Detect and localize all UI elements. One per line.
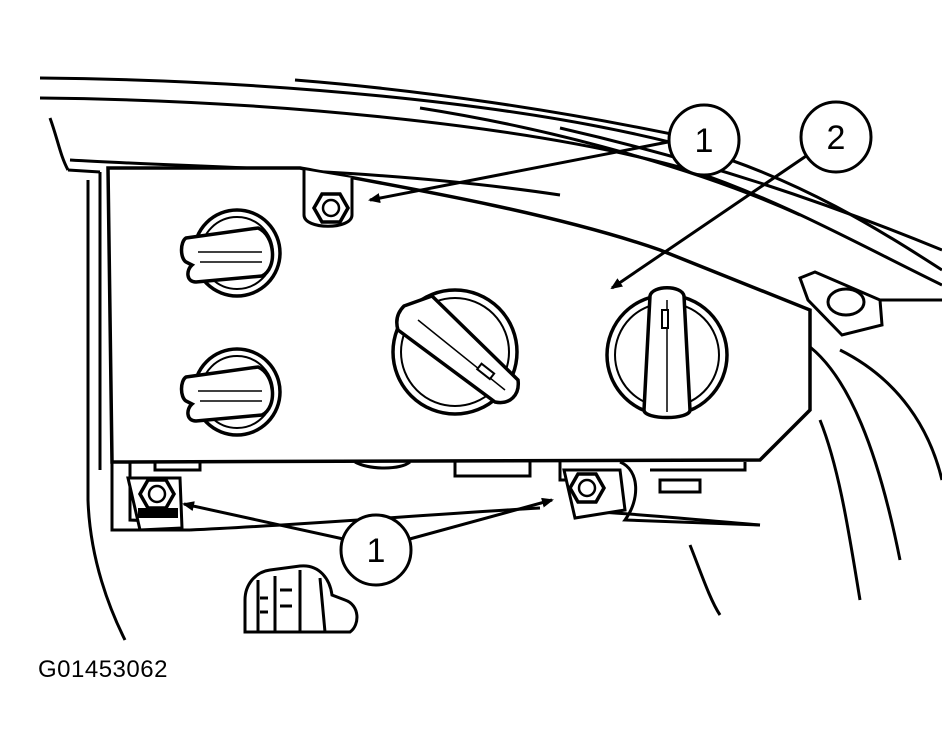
callout-2: 2	[799, 100, 873, 174]
hand	[243, 564, 359, 634]
dashboard-outline	[39, 76, 942, 641]
upper-left-knob	[179, 208, 282, 298]
arrow-1-lower-left	[182, 501, 349, 542]
right-mount-tab	[798, 270, 884, 337]
lower-left-knob	[179, 347, 282, 437]
arrow-2-panel	[610, 150, 813, 290]
callout-1-upper: 1	[667, 103, 741, 177]
center-knob	[391, 288, 520, 416]
lower-housing	[110, 460, 761, 532]
lower-left-nut	[126, 476, 184, 532]
svg-text:1: 1	[695, 122, 714, 160]
right-knob	[605, 286, 729, 420]
callout-1-lower: 1	[339, 513, 413, 587]
arrow-1-lower-right	[405, 497, 554, 542]
svg-text:2: 2	[827, 119, 846, 157]
svg-text:1: 1	[367, 532, 386, 570]
upper-nut	[302, 170, 354, 228]
lower-right-nut	[562, 468, 627, 520]
leader-arrows	[182, 140, 813, 542]
arrow-1-upper	[368, 140, 669, 203]
figure-id-label: G01453062	[38, 656, 168, 683]
